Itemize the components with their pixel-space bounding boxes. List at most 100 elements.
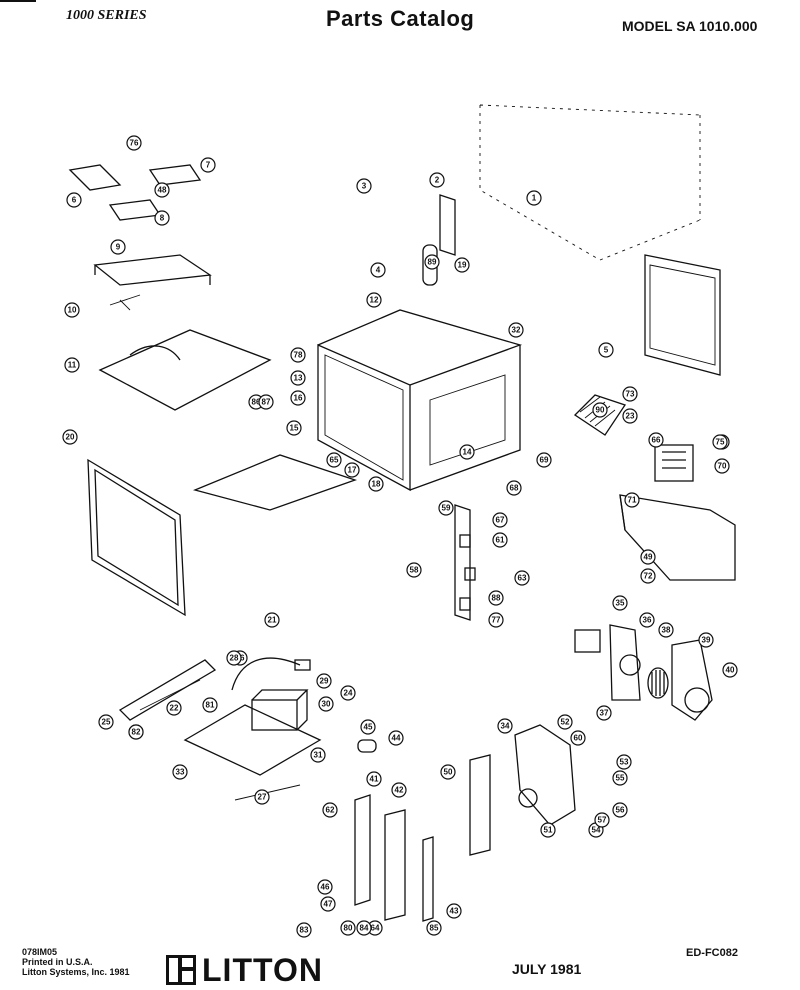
callout-number: 52 xyxy=(561,718,570,727)
callout-number: 80 xyxy=(344,924,353,933)
callout-14: 14 xyxy=(459,444,475,460)
callout-number: 30 xyxy=(322,700,331,709)
callout-balloon xyxy=(296,922,312,938)
callout-balloon xyxy=(391,782,407,798)
callout-13: 13 xyxy=(290,370,306,386)
callout-balloon xyxy=(166,700,182,716)
callout-24: 24 xyxy=(340,685,356,701)
callout-35: 35 xyxy=(612,595,628,611)
callout-number: 12 xyxy=(370,296,379,305)
callout-number: 23 xyxy=(626,412,635,421)
callout-balloon xyxy=(317,879,333,895)
callout-number: 14 xyxy=(463,448,472,457)
callout-balloon xyxy=(440,764,456,780)
callout-45: 45 xyxy=(360,719,376,735)
callout-number: 46 xyxy=(321,883,330,892)
callout-72: 72 xyxy=(640,568,656,584)
callout-number: 69 xyxy=(540,456,549,465)
callout-balloon xyxy=(540,822,556,838)
callout-1: 1 xyxy=(526,190,542,206)
callout-balloon xyxy=(722,662,738,678)
callout-number: 56 xyxy=(616,806,625,815)
callout-balloon xyxy=(110,239,126,255)
callout-15: 15 xyxy=(286,420,302,436)
callout-63: 63 xyxy=(514,570,530,586)
callout-number: 20 xyxy=(66,433,75,442)
callout-balloon xyxy=(326,452,342,468)
callout-number: 67 xyxy=(496,516,505,525)
callout-25: 25 xyxy=(98,714,114,730)
callout-59: 59 xyxy=(438,500,454,516)
callout-balloon xyxy=(286,420,302,436)
callout-number: 90 xyxy=(596,406,605,415)
callout-number: 24 xyxy=(344,689,353,698)
callout-71: 71 xyxy=(624,492,640,508)
callout-balloon xyxy=(459,444,475,460)
callout-40: 40 xyxy=(722,662,738,678)
callout-balloon xyxy=(488,612,504,628)
callout-balloon xyxy=(596,705,612,721)
callout-37: 37 xyxy=(596,705,612,721)
callout-78: 78 xyxy=(290,347,306,363)
callout-number: 72 xyxy=(644,572,653,581)
callout-44: 44 xyxy=(388,730,404,746)
callout-38: 38 xyxy=(658,622,674,638)
callout-number: 44 xyxy=(392,734,401,743)
callout-33: 33 xyxy=(172,764,188,780)
callout-3: 3 xyxy=(356,178,372,194)
callout-number: 70 xyxy=(718,462,727,471)
callout-number: 35 xyxy=(616,599,625,608)
callout-balloon xyxy=(648,432,664,448)
callout-balloon xyxy=(370,262,386,278)
copyright: Litton Systems, Inc. 1981 xyxy=(22,967,130,977)
callout-16: 16 xyxy=(290,390,306,406)
callout-number: 27 xyxy=(258,793,267,802)
callout-number: 38 xyxy=(662,626,671,635)
callout-balloon xyxy=(254,789,270,805)
callout-73: 73 xyxy=(622,386,638,402)
callout-number: 76 xyxy=(130,139,139,148)
callout-57: 57 xyxy=(594,812,610,828)
callout-balloon xyxy=(526,190,542,206)
callout-41: 41 xyxy=(366,771,382,787)
callout-balloon xyxy=(616,754,632,770)
callout-number: 86 xyxy=(252,398,261,407)
power-cord xyxy=(231,657,311,691)
callout-number: 47 xyxy=(324,900,333,909)
callout-number: 11 xyxy=(68,361,77,370)
print-code: 078IM05 xyxy=(22,947,58,957)
callout-balloon xyxy=(497,718,513,734)
callout-number: 63 xyxy=(518,574,527,583)
callout-balloon xyxy=(640,549,656,565)
callout-number: 84 xyxy=(360,924,369,933)
callout-number: 2 xyxy=(435,176,440,185)
callout-number: 61 xyxy=(496,536,505,545)
callout-number: 33 xyxy=(176,768,185,777)
callout-number: 89 xyxy=(428,258,437,267)
callout-balloon xyxy=(429,172,445,188)
callout-balloon xyxy=(290,390,306,406)
callout-27: 27 xyxy=(254,789,270,805)
callout-11: 11 xyxy=(64,357,80,373)
callout-number: 31 xyxy=(314,751,323,760)
callout-83: 83 xyxy=(296,922,312,938)
callout-62: 62 xyxy=(322,802,338,818)
stirrer-frame xyxy=(93,254,212,286)
callout-balloon xyxy=(290,370,306,386)
back-panel xyxy=(479,104,701,261)
callout-number: 78 xyxy=(294,351,303,360)
callout-balloon xyxy=(570,730,586,746)
interlock-bracket xyxy=(439,194,456,256)
callout-67: 67 xyxy=(492,512,508,528)
callout-34: 34 xyxy=(497,718,513,734)
blower-wheel xyxy=(647,667,669,699)
callout-balloon xyxy=(640,568,656,584)
callout-number: 73 xyxy=(626,390,635,399)
callout-85: 85 xyxy=(426,920,442,936)
callout-49: 49 xyxy=(640,549,656,565)
callout-number: 3 xyxy=(362,182,367,191)
callout-balloon xyxy=(290,347,306,363)
callout-51: 51 xyxy=(540,822,556,838)
callout-number: 85 xyxy=(430,924,439,933)
callout-balloon xyxy=(514,570,530,586)
